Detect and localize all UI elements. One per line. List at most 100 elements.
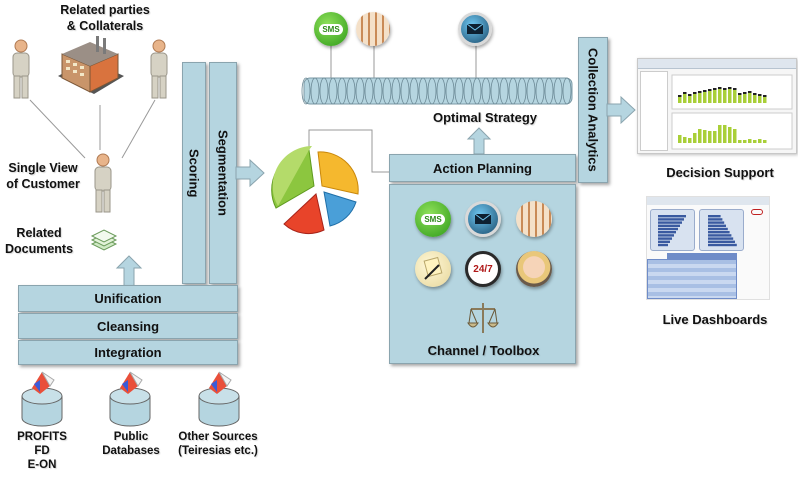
pipeline-coil bbox=[310, 77, 320, 105]
source-label-profits: PROFITS FD E-ON bbox=[17, 431, 67, 471]
optimal-strategy-pipeline bbox=[301, 77, 573, 105]
up-arrow bbox=[115, 255, 143, 287]
mini-bar-cap bbox=[758, 94, 762, 96]
mini-bar bbox=[713, 131, 717, 143]
mini-bar bbox=[693, 94, 697, 103]
mini-bar bbox=[763, 140, 767, 143]
mini-bar bbox=[723, 125, 727, 143]
source-label-other: Other Sources (Teiresias etc.) bbox=[178, 431, 258, 457]
collection-analytics-column: Collection Analytics bbox=[578, 37, 608, 183]
pipeline-coil bbox=[481, 77, 491, 105]
pipeline-coil bbox=[553, 77, 563, 105]
channel-toolbox-label: Channel / Toolbox bbox=[427, 343, 540, 358]
pipeline-coil bbox=[472, 77, 482, 105]
sms-icon-text: SMS bbox=[319, 23, 343, 35]
sms-icon: SMS bbox=[314, 12, 348, 46]
tree-panel bbox=[640, 71, 668, 151]
dashboard-hbar bbox=[708, 218, 723, 221]
mini-bar-cap bbox=[763, 95, 767, 97]
pipeline-coil bbox=[328, 77, 338, 105]
documents-icon bbox=[90, 229, 118, 251]
mini-bar bbox=[683, 137, 687, 143]
dashboard-hbar bbox=[658, 227, 678, 231]
dashboard-hbar bbox=[658, 218, 684, 221]
database-icon bbox=[109, 371, 151, 427]
pipeline-coil bbox=[436, 77, 446, 105]
mini-bar bbox=[728, 89, 732, 103]
phone-keypad-icon bbox=[516, 201, 552, 237]
pipeline-coil bbox=[427, 77, 437, 105]
mini-bar-cap bbox=[698, 91, 702, 93]
mini-bar bbox=[698, 93, 702, 103]
pipeline-coil bbox=[391, 77, 401, 105]
mini-bar-cap bbox=[723, 88, 727, 90]
dashboard-hbar bbox=[708, 224, 726, 227]
related-documents-label: Related Documents bbox=[4, 226, 74, 256]
app-toolbar bbox=[638, 59, 796, 69]
mini-bar-cap bbox=[693, 92, 697, 94]
action-planning-box: Action Planning bbox=[389, 154, 576, 182]
dashboard-hbar bbox=[658, 237, 672, 240]
dashboard-hbar bbox=[658, 224, 680, 227]
collection-analytics-label: Collection Analytics bbox=[585, 48, 601, 172]
mini-bar bbox=[758, 139, 762, 143]
email-icon bbox=[458, 12, 492, 46]
mini-bar-cap bbox=[683, 92, 687, 94]
up-arrow bbox=[466, 127, 492, 155]
dashboard-hbar bbox=[708, 237, 734, 240]
segmentation-pie-icon bbox=[271, 146, 359, 235]
mini-bar-cap bbox=[703, 90, 707, 92]
mini-bar-cap bbox=[713, 88, 717, 90]
database-icon bbox=[21, 371, 63, 427]
pipeline-coil bbox=[463, 77, 473, 105]
pipeline-coil bbox=[418, 77, 428, 105]
chart-panel bbox=[671, 74, 793, 110]
mini-bar-cap bbox=[678, 95, 682, 97]
integration-layer: Integration bbox=[18, 340, 238, 365]
pipeline-coil bbox=[346, 77, 356, 105]
mini-bar-cap bbox=[743, 92, 747, 94]
mini-bar bbox=[718, 89, 722, 103]
mini-bar bbox=[718, 125, 722, 143]
mini-bar bbox=[733, 90, 737, 103]
scoring-column: Scoring bbox=[182, 62, 206, 284]
mini-bar bbox=[693, 133, 697, 143]
dashboard-hbar bbox=[658, 243, 668, 247]
letter-icon bbox=[415, 251, 451, 287]
decision-support-chart bbox=[671, 74, 793, 150]
pipeline-body bbox=[303, 77, 573, 105]
database-icon bbox=[198, 371, 240, 427]
call-center-agent-icon bbox=[516, 251, 552, 287]
phone-keypad-icon bbox=[356, 12, 390, 46]
mini-bar bbox=[723, 90, 727, 103]
mini-bar-cap bbox=[688, 94, 692, 96]
dashboard-logo bbox=[751, 209, 763, 215]
pipeline-coil bbox=[508, 77, 518, 105]
customer-person-icon bbox=[94, 153, 112, 213]
dashboard-hbar bbox=[658, 234, 674, 237]
dashboard-toolbar bbox=[647, 197, 769, 205]
mini-bar-cap bbox=[753, 93, 757, 95]
decision-support-screenshot bbox=[637, 58, 797, 154]
pipeline-coil bbox=[544, 77, 554, 105]
mini-bar bbox=[708, 91, 712, 103]
pipeline-coil bbox=[535, 77, 545, 105]
pipeline-coil bbox=[301, 77, 311, 105]
mini-bar bbox=[703, 92, 707, 103]
mini-bar bbox=[698, 129, 702, 143]
cleansing-layer: Cleansing bbox=[18, 313, 238, 339]
pipeline-coil bbox=[490, 77, 500, 105]
unification-layer: Unification bbox=[18, 285, 238, 312]
dashboard-hbar bbox=[708, 215, 721, 218]
dashboard-hbar bbox=[658, 231, 676, 234]
source-label-public: Public Databases bbox=[102, 431, 160, 457]
decision-support-label: Decision Support bbox=[666, 165, 774, 180]
mini-bar bbox=[748, 139, 752, 143]
dashboard-table-header bbox=[667, 253, 737, 259]
mini-bar bbox=[678, 97, 682, 103]
mini-bar bbox=[733, 129, 737, 143]
right-arrow bbox=[235, 158, 265, 188]
mini-bar bbox=[738, 95, 742, 103]
mini-bar bbox=[708, 131, 712, 143]
pipeline-coil bbox=[382, 77, 392, 105]
